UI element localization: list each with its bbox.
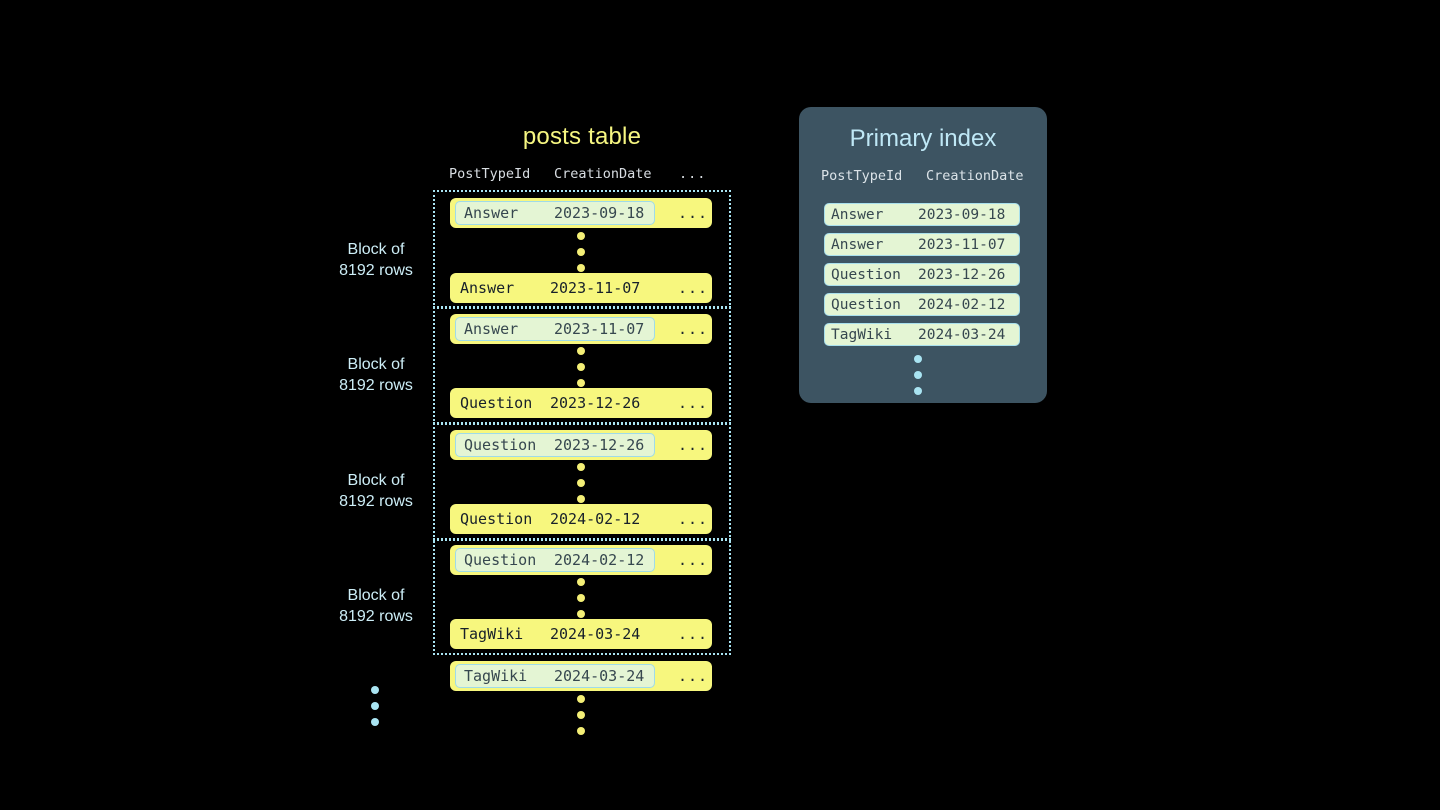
row-ellipsis: ... xyxy=(678,394,709,412)
index-entry-row: Answer 2023-09-18 xyxy=(824,203,1020,226)
index-creationdate: 2023-11-07 xyxy=(918,236,1006,253)
primary-index-column-headers: PostTypeId CreationDate xyxy=(821,168,1031,188)
block-boundary xyxy=(433,422,731,541)
table-row: Question 2023-12-26 ... xyxy=(450,430,712,460)
row-posttypeid: Answer xyxy=(464,204,519,222)
row-creationdate: 2023-12-26 xyxy=(550,394,641,412)
vertical-ellipsis-icon xyxy=(577,463,587,511)
row-ellipsis: ... xyxy=(678,667,709,685)
row-creationdate: 2023-12-26 xyxy=(554,436,645,454)
vertical-ellipsis-icon xyxy=(371,686,381,734)
row-posttypeid: TagWiki xyxy=(464,667,528,685)
index-posttypeid: Answer xyxy=(831,206,884,223)
index-creationdate: 2024-02-12 xyxy=(918,296,1006,313)
index-posttypeid: TagWiki xyxy=(831,326,893,343)
vertical-ellipsis-icon xyxy=(577,347,587,395)
column-header-posttypeid: PostTypeId xyxy=(449,166,531,182)
vertical-ellipsis-icon xyxy=(577,695,587,743)
table-row: Answer 2023-11-07 ... xyxy=(450,314,712,344)
index-key-highlight: Question 2024-02-12 xyxy=(455,548,655,572)
column-header-ellipsis: ... xyxy=(679,166,707,182)
row-posttypeid: Question xyxy=(464,436,537,454)
row-posttypeid: Answer xyxy=(464,320,519,338)
posts-table-figure: posts table PostTypeId CreationDate ... … xyxy=(339,123,731,743)
index-key-highlight: Answer 2023-11-07 xyxy=(455,317,655,341)
row-ellipsis: ... xyxy=(678,436,709,454)
column-header-posttypeid: PostTypeId xyxy=(821,168,903,184)
row-ellipsis: ... xyxy=(678,204,709,222)
block-boundary xyxy=(433,306,731,425)
block-boundary xyxy=(433,538,731,655)
index-posttypeid: Question xyxy=(831,296,901,313)
index-posttypeid: Answer xyxy=(831,236,884,253)
table-row: TagWiki 2024-03-24 ... xyxy=(450,661,712,691)
index-entry-row: Question 2024-02-12 xyxy=(824,293,1020,316)
vertical-ellipsis-icon xyxy=(914,355,924,403)
row-ellipsis: ... xyxy=(678,279,709,297)
primary-index-title: Primary index xyxy=(849,125,997,152)
row-posttypeid: Question xyxy=(460,510,533,528)
index-entry-row: Answer 2023-11-07 xyxy=(824,233,1020,256)
block-label: Block of 8192 rows xyxy=(339,356,413,394)
row-creationdate: 2024-02-12 xyxy=(550,510,641,528)
table-row: Answer 2023-11-07 ... xyxy=(450,273,712,303)
row-posttypeid: Question xyxy=(464,551,537,569)
row-creationdate: 2024-02-12 xyxy=(554,551,645,569)
index-creationdate: 2023-12-26 xyxy=(918,266,1006,283)
column-header-creationdate: CreationDate xyxy=(554,166,652,182)
table-row: Answer 2023-09-18 ... xyxy=(450,198,712,228)
row-ellipsis: ... xyxy=(678,320,709,338)
table-row: TagWiki 2024-03-24 ... xyxy=(450,619,712,649)
block-label: Block of 8192 rows xyxy=(339,241,413,279)
row-creationdate: 2023-09-18 xyxy=(554,204,645,222)
block-boundary xyxy=(433,190,731,309)
block-label: Block of 8192 rows xyxy=(339,587,413,625)
vertical-ellipsis-icon xyxy=(577,578,587,626)
index-entry-row: TagWiki 2024-03-24 xyxy=(824,323,1020,346)
row-creationdate: 2024-03-24 xyxy=(554,667,645,685)
row-posttypeid: Answer xyxy=(460,279,515,297)
index-creationdate: 2024-03-24 xyxy=(918,326,1006,343)
block-label: Block of 8192 rows xyxy=(339,472,413,510)
row-posttypeid: TagWiki xyxy=(460,625,524,643)
posts-table-column-headers: PostTypeId CreationDate ... xyxy=(449,166,713,186)
index-entry-row: Question 2023-12-26 xyxy=(824,263,1020,286)
row-ellipsis: ... xyxy=(678,625,709,643)
posts-table-title: posts table xyxy=(522,123,642,150)
index-key-highlight: Answer 2023-09-18 xyxy=(455,201,655,225)
column-header-creationdate: CreationDate xyxy=(926,168,1024,184)
primary-index-panel: Primary index PostTypeId CreationDate An… xyxy=(799,107,1047,403)
index-key-highlight: Question 2023-12-26 xyxy=(455,433,655,457)
row-creationdate: 2023-11-07 xyxy=(554,320,645,338)
index-posttypeid: Question xyxy=(831,266,901,283)
row-ellipsis: ... xyxy=(678,510,709,528)
row-creationdate: 2024-03-24 xyxy=(550,625,641,643)
row-creationdate: 2023-11-07 xyxy=(550,279,641,297)
index-key-highlight: TagWiki 2024-03-24 xyxy=(455,664,655,688)
index-creationdate: 2023-09-18 xyxy=(918,206,1006,223)
table-row: Question 2024-02-12 ... xyxy=(450,545,712,575)
row-ellipsis: ... xyxy=(678,551,709,569)
table-row: Question 2024-02-12 ... xyxy=(450,504,712,534)
table-row: Question 2023-12-26 ... xyxy=(450,388,712,418)
vertical-ellipsis-icon xyxy=(577,232,587,280)
row-posttypeid: Question xyxy=(460,394,533,412)
